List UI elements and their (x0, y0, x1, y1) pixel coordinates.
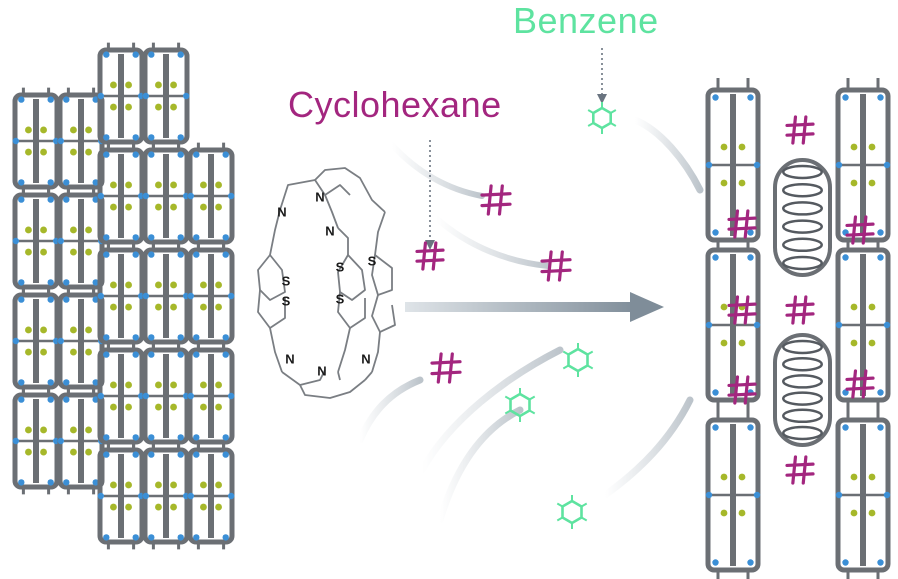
cage-unit (142, 42, 190, 150)
cage-unit (12, 287, 60, 395)
benzene-molecule (504, 388, 536, 422)
cage-unit (97, 442, 145, 550)
motion-streaks (356, 116, 704, 524)
process-arrow (405, 292, 664, 322)
macrocycle-atom-labels: N N N S S S S S N N N (277, 189, 376, 378)
cage-unit (12, 387, 60, 495)
cyclohexane-molecule (415, 241, 445, 271)
cage-unit (57, 387, 105, 495)
cage-unit (142, 342, 190, 450)
cyclohexane-molecule (727, 375, 757, 405)
crystal-packing-right (705, 78, 891, 579)
crystal-packing-left (12, 42, 235, 550)
benzene-label: Benzene (513, 0, 659, 41)
cage-unit (57, 287, 105, 395)
cyclohexane-molecule (785, 455, 815, 485)
cyclohexane-label: Cyclohexane (288, 84, 502, 125)
cage-unit (12, 87, 60, 195)
cage-unit (705, 408, 761, 579)
benzene-stack (773, 333, 832, 447)
cage-unit (57, 187, 105, 295)
cage-unit (187, 442, 235, 550)
cyclohexane-molecule (480, 184, 512, 216)
cyclohexane-molecule (727, 209, 757, 239)
cage-unit (705, 78, 761, 252)
atom-label: N (317, 363, 326, 378)
atom-label: S (282, 293, 291, 308)
cage-unit (187, 242, 235, 350)
cage-unit (97, 242, 145, 350)
cage-unit (97, 42, 145, 150)
cyclohexane-molecule (785, 115, 815, 145)
cage-unit (835, 238, 891, 412)
cyclohexane-molecule (845, 215, 875, 245)
benzene-pointer-arrowhead (597, 94, 607, 104)
cage-unit (705, 238, 761, 412)
atom-label: N (277, 204, 286, 219)
cage-unit (835, 408, 891, 579)
cage-unit (97, 142, 145, 250)
free-guest-molecules (415, 102, 617, 529)
cyclohexane-molecule (785, 295, 815, 325)
cyclohexane-molecule (540, 250, 572, 282)
cage-unit (142, 242, 190, 350)
cyclohexane-molecule (430, 352, 462, 384)
atom-label: N (361, 351, 370, 366)
cyclohexane-molecule (845, 369, 875, 399)
atom-label: S (336, 291, 345, 306)
benzene-stack (773, 158, 832, 277)
benzene-molecule (562, 343, 594, 377)
cage-unit (187, 142, 235, 250)
cyclohexane-molecule (727, 295, 757, 325)
benzene-molecule (556, 495, 588, 529)
macrocycle-structure (257, 167, 396, 399)
cage-unit (187, 342, 235, 450)
atom-label: S (282, 273, 291, 288)
benzene-molecule (587, 102, 617, 134)
cyclohexane-pointer-arrowhead (425, 240, 435, 250)
cage-unit (57, 87, 105, 195)
atom-label: N (285, 351, 294, 366)
atom-label: N (325, 223, 334, 238)
pointer-lines (429, 48, 603, 240)
cage-unit (142, 142, 190, 250)
atom-label: S (336, 259, 345, 274)
atom-label: S (368, 253, 377, 268)
atom-label: N (315, 189, 324, 204)
cage-unit (12, 187, 60, 295)
cage-unit (142, 442, 190, 550)
cage-unit (97, 342, 145, 450)
